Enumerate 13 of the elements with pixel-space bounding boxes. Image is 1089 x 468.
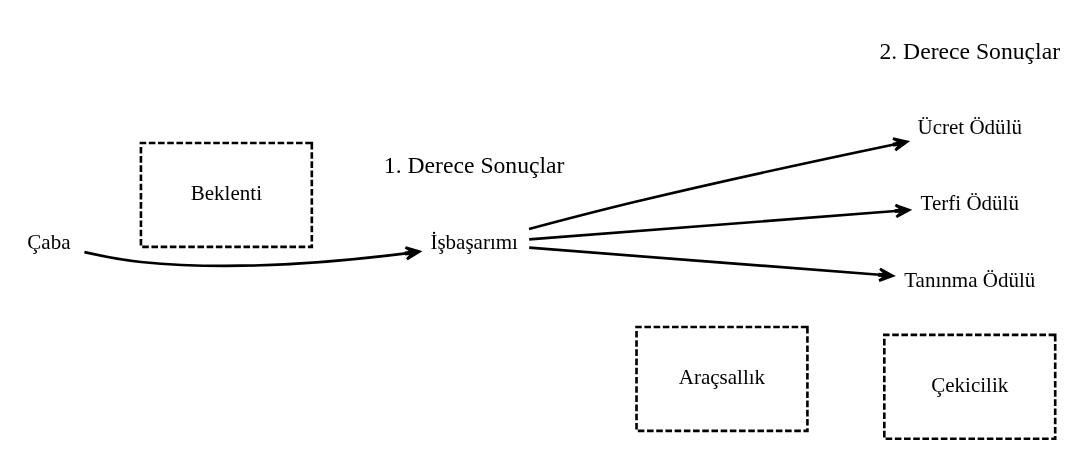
arrow [529, 203, 911, 241]
node-text: İşbaşarımı [430, 229, 518, 254]
node-box: Çekicilik [883, 333, 1057, 441]
label: 1. Derece Sonuçlar [383, 152, 565, 179]
node-box: Araçsallık [635, 325, 809, 433]
arrow [529, 246, 895, 282]
node-box: Beklenti [139, 141, 314, 249]
arrow [84, 246, 421, 267]
label: 2. Derece Sonuçlar [879, 37, 1061, 64]
node-text: Terfi Ödülü [920, 191, 1019, 216]
node-text: Tanınma Ödülü [904, 267, 1036, 292]
node-text: Ücret Ödülü [917, 115, 1022, 140]
node-text: Çaba [27, 229, 71, 254]
